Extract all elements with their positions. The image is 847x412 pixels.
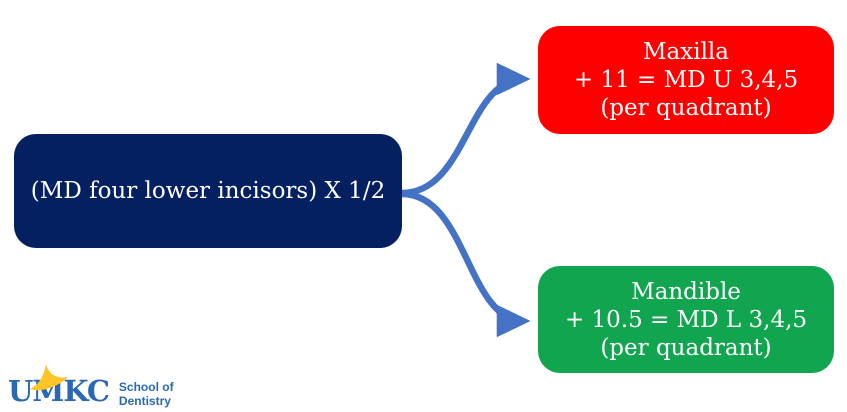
mandible-box: Mandible + 10.5 = MD L 3,4,5 (per quadra… xyxy=(538,266,834,373)
source-formula-label: (MD four lower incisors) X 1/2 xyxy=(30,178,386,204)
arrow-to-maxilla xyxy=(401,62,531,197)
school-of-dentistry-label: School of Dentistry xyxy=(119,380,174,408)
school-of-line: School of xyxy=(118,380,174,394)
mandible-formula: + 10.5 = MD L 3,4,5 xyxy=(564,306,808,333)
maxilla-box: Maxilla + 11 = MD U 3,4,5 (per quadrant) xyxy=(538,26,834,134)
maxilla-title: Maxilla xyxy=(642,39,729,65)
umkc-gold-swoosh-icon xyxy=(30,364,68,391)
source-formula-box: (MD four lower incisors) X 1/2 xyxy=(14,134,402,248)
arrow-to-mandible xyxy=(401,190,531,338)
mandible-title: Mandible xyxy=(631,278,741,305)
dentistry-line: Dentistry xyxy=(118,394,171,408)
maxilla-formula: + 11 = MD U 3,4,5 xyxy=(573,67,799,93)
mandible-note: (per quadrant) xyxy=(600,334,772,361)
maxilla-note: (per quadrant) xyxy=(600,95,772,121)
umkc-wordmark-wrap: UMKC xyxy=(8,364,110,406)
umkc-dentistry-logo: UMKC School of Dentistry xyxy=(8,364,174,408)
